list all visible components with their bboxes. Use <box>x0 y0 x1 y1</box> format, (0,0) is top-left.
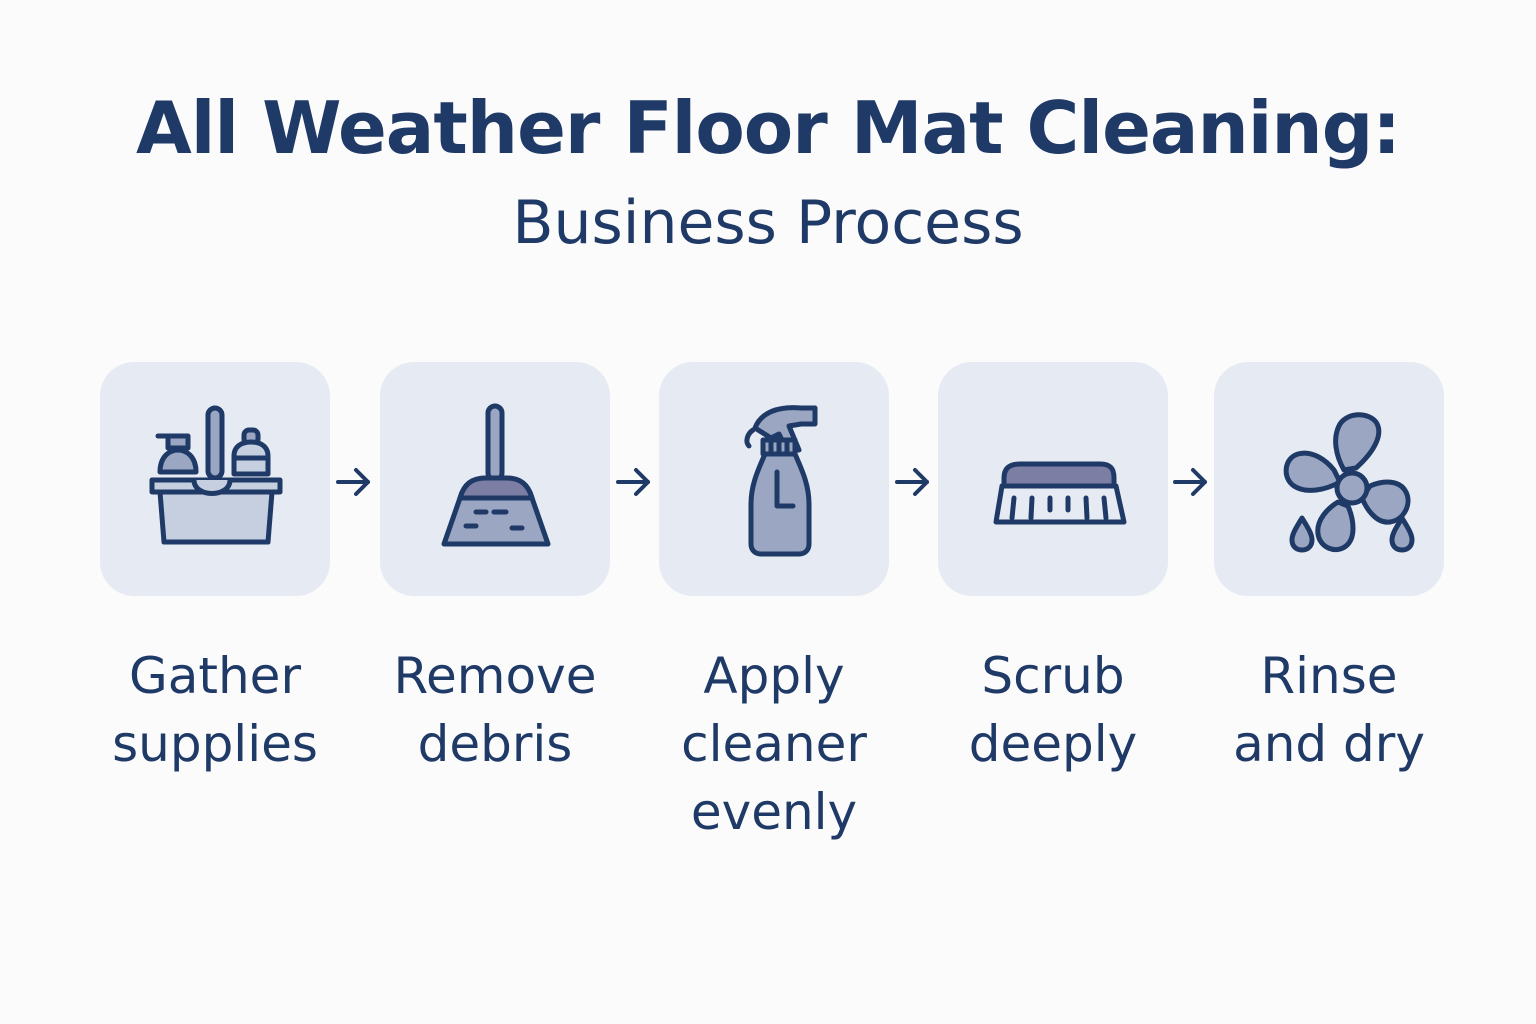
scrub-brush-icon <box>993 461 1127 525</box>
spray-bottle-icon <box>744 405 818 557</box>
page-subtitle: Business Process <box>512 188 1024 258</box>
step-1-tile <box>100 362 330 596</box>
cleaning-bucket-icon <box>149 405 283 545</box>
step-2-label-line-2: debris <box>417 715 573 773</box>
step-3-label-line-1: Apply <box>703 647 845 705</box>
step-4-tile <box>938 362 1168 596</box>
step-3-label-line-2: cleaner <box>681 715 867 773</box>
step-4-label-line-2: deeply <box>968 715 1138 773</box>
step-3-label-line-3: evenly <box>690 783 858 841</box>
step-3-tile <box>659 362 889 596</box>
step-1-label: Gather supplies <box>85 642 345 778</box>
step-1-label-line-2: supplies <box>112 715 318 773</box>
arrow-right-icon <box>336 468 370 496</box>
step-5-label-line-1: Rinse <box>1260 647 1398 705</box>
step-5-tile <box>1214 362 1444 596</box>
step-3-label: Apply cleaner evenly <box>644 642 904 846</box>
arrow-right-icon <box>616 468 650 496</box>
step-5-label-line-2: and dry <box>1233 715 1425 773</box>
step-4-label-line-1: Scrub <box>981 647 1125 705</box>
step-2-label: Remove debris <box>365 642 625 778</box>
page-title: All Weather Floor Mat Cleaning: <box>135 86 1401 170</box>
dustpan-icon <box>441 403 551 547</box>
step-4-label: Scrub deeply <box>923 642 1183 778</box>
step-1-label-line-1: Gather <box>129 647 301 705</box>
arrow-right-icon <box>1173 468 1207 496</box>
fan-drops-icon <box>1283 412 1415 553</box>
arrow-right-icon <box>895 468 929 496</box>
step-2-tile <box>380 362 610 596</box>
step-5-label: Rinse and dry <box>1199 642 1459 778</box>
step-2-label-line-1: Remove <box>393 647 597 705</box>
